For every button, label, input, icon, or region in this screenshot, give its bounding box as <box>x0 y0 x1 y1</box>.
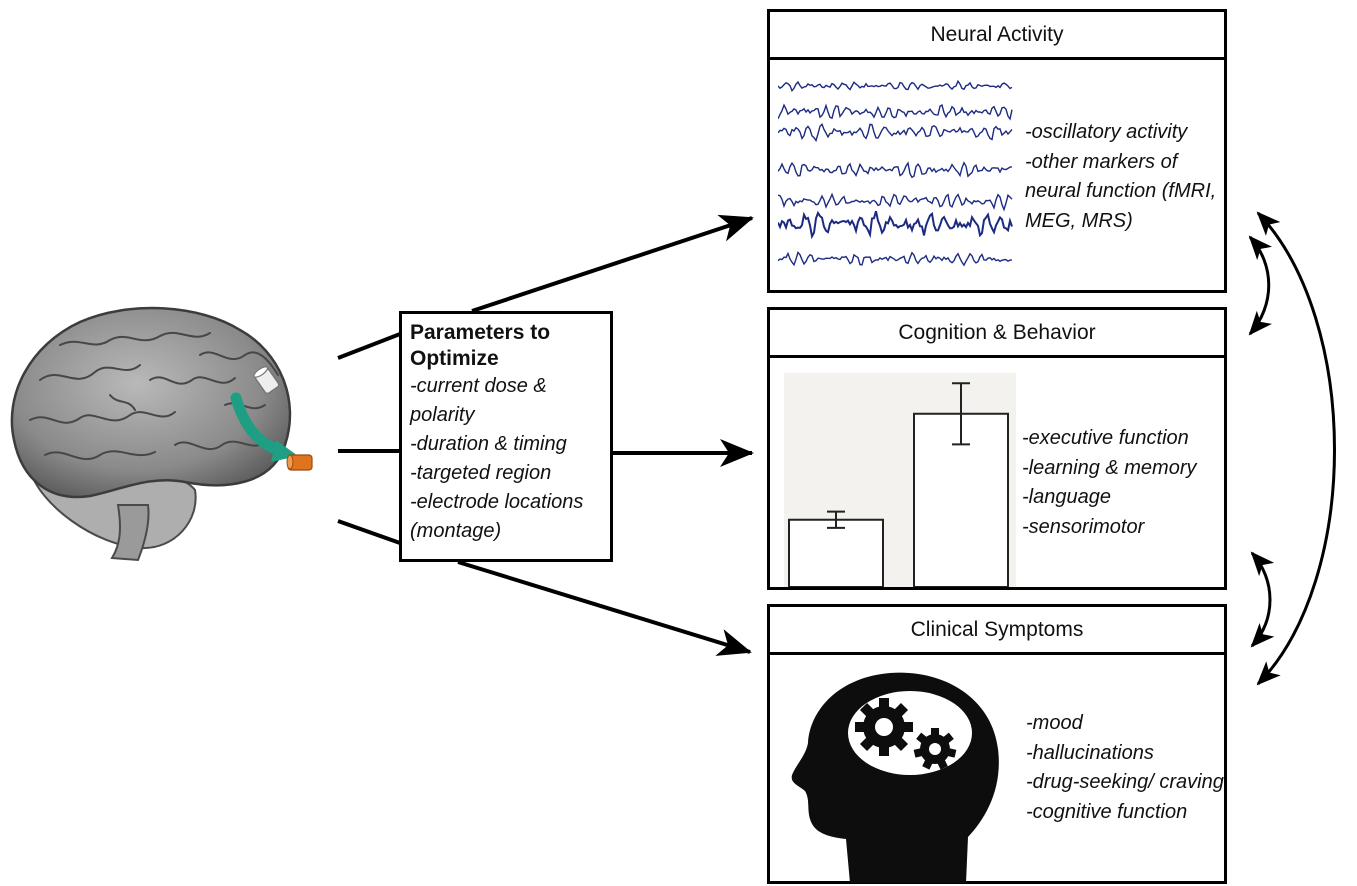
bidirectional-arrow-neural-clinical <box>1256 211 1336 686</box>
cognition-behavior-panel: -executive function -learning & memory -… <box>767 355 1227 590</box>
eeg-trace <box>778 250 1012 267</box>
parameter-item: -targeted region <box>410 462 552 484</box>
cognition-behavior-title: Cognition & Behavior <box>898 320 1096 344</box>
parameters-list: -current dose & polarity -duration & tim… <box>410 372 602 546</box>
cognition-behavior-item: -executive function <box>1022 427 1189 449</box>
error-bar <box>952 382 970 446</box>
parameters-box: Parameters to Optimize -current dose & p… <box>399 311 613 562</box>
neural-activity-header: Neural Activity <box>767 9 1227 60</box>
neural-activity-item: -oscillatory activity <box>1025 121 1188 143</box>
cognition-behavior-list: -executive function -learning & memory -… <box>1022 424 1225 542</box>
clinical-symptoms-title: Clinical Symptoms <box>910 617 1084 641</box>
cognition-behavior-item: -sensorimotor <box>1022 515 1145 538</box>
clinical-symptoms-item: -cognitive function <box>1026 800 1188 823</box>
clinical-symptoms-item: -mood <box>1026 712 1083 734</box>
clinical-symptoms-header: Clinical Symptoms <box>767 604 1227 655</box>
parameter-item: -duration & timing <box>410 433 567 455</box>
arrow-to-clinical-symptoms <box>457 560 752 656</box>
error-bar <box>827 510 845 529</box>
connector-brain-lower <box>337 519 401 545</box>
cognition-behavior-item: -learning & memory <box>1022 456 1197 479</box>
eeg-trace <box>778 161 1013 179</box>
neural-activity-list: -oscillatory activity -other markers of … <box>1025 118 1225 236</box>
cognition-behavior-item: -language <box>1022 486 1111 508</box>
eeg-traces <box>778 79 1013 267</box>
bar <box>788 518 884 587</box>
clinical-symptoms-item: -hallucinations <box>1026 741 1154 764</box>
clinical-symptoms-list: -mood -hallucinations -drug-seeking/ cra… <box>1026 709 1224 827</box>
head-with-gears-icon <box>791 672 999 883</box>
bar-chart <box>784 373 1016 587</box>
clinical-symptoms-panel: -mood -hallucinations -drug-seeking/ cra… <box>767 652 1227 884</box>
neural-activity-panel: -oscillatory activity -other markers of … <box>767 57 1227 293</box>
connector-brain-upper <box>337 332 401 360</box>
neural-activity-title: Neural Activity <box>930 22 1064 46</box>
eeg-trace <box>778 79 1013 93</box>
parameter-item: -current dose & polarity <box>410 375 547 426</box>
arrow-to-neural-activity <box>471 214 754 313</box>
neural-activity-item: -other markers of neural function (fMRI,… <box>1025 150 1217 232</box>
eeg-trace <box>778 210 1013 240</box>
eeg-trace <box>778 192 1013 212</box>
eeg-trace <box>778 103 1013 121</box>
parameter-item: -electrode locations (montage) <box>410 491 584 542</box>
cognition-behavior-header: Cognition & Behavior <box>767 307 1227 358</box>
clinical-symptoms-item: -drug-seeking/ craving <box>1026 771 1224 793</box>
eeg-trace <box>778 123 1013 143</box>
brain-icon <box>10 306 313 562</box>
bidirectional-arrow-neural-cognition <box>1248 235 1273 336</box>
bidirectional-arrow-cognition-clinical <box>1250 551 1275 648</box>
parameters-title: Parameters to Optimize <box>410 321 551 370</box>
